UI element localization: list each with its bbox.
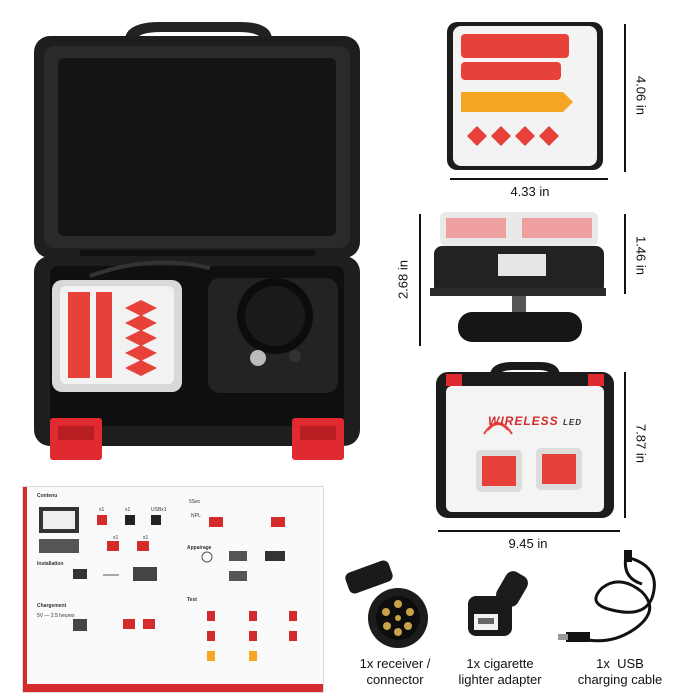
instruction-manual: Contenu Installation Chargement Appairag… xyxy=(22,486,324,693)
manual-count-4: x1 xyxy=(113,535,119,541)
manual-section-contenu: Contenu xyxy=(37,493,58,499)
light-total-height-arrow xyxy=(419,214,421,346)
manual-illustrations xyxy=(39,507,297,661)
light-body-height-label: 1.46 in xyxy=(633,235,649,276)
manual-section-test: Test xyxy=(187,597,197,603)
manual-pairing-label: 5Sec xyxy=(189,499,201,505)
case-width-arrow xyxy=(438,530,620,532)
accessory-caption-line1: 1x USB xyxy=(596,656,644,671)
cigarette-adapter-image xyxy=(460,566,540,656)
manual-charge-note: 5V — 2.5 heures xyxy=(37,613,75,619)
manual-count-2: x1 xyxy=(125,507,131,513)
tail-light-front-view xyxy=(445,18,607,173)
case-height-label: 7.87 in xyxy=(633,423,649,464)
closed-case xyxy=(432,360,618,522)
manual-red-bar xyxy=(23,487,27,692)
manual-section-chargement: Chargement xyxy=(37,603,67,609)
light-total-height-label: 2.68 in xyxy=(395,259,411,300)
manual-bottom-bar xyxy=(23,684,323,692)
usb-cable-image xyxy=(552,548,672,658)
manual-count-3: USBx1 xyxy=(151,507,167,513)
tail-light-side-view xyxy=(428,208,608,350)
accessory-caption-line2: lighter adapter xyxy=(458,672,542,687)
case-height-arrow xyxy=(624,372,626,518)
light-body-height-arrow xyxy=(624,214,626,294)
manual-npl-label: NPL xyxy=(191,513,201,519)
case-width-label: 9.45 in xyxy=(508,536,548,551)
accessory-caption-line2: charging cable xyxy=(577,672,663,687)
open-case xyxy=(30,18,365,478)
light-width-label: 4.33 in xyxy=(510,184,550,199)
accessory-caption-receiver: 1x receiver / connector xyxy=(330,656,460,688)
accessory-caption-line1: 1x receiver / xyxy=(359,656,431,671)
light-height-label: 4.06 in xyxy=(633,75,649,116)
accessory-caption-line1: 1x cigarette xyxy=(466,656,534,671)
light-height-arrow xyxy=(624,24,626,172)
receiver-connector-image xyxy=(340,556,450,656)
brand-word: WIRELESS xyxy=(488,414,559,428)
accessory-caption-adapter: 1x cigarette lighter adapter xyxy=(440,656,560,688)
light-width-arrow xyxy=(450,178,608,180)
brand-suffix: LED xyxy=(563,418,583,427)
manual-section-installation: Installation xyxy=(37,561,64,567)
case-brand-text: WIRELESS LED xyxy=(488,414,582,428)
manual-count-1: x1 xyxy=(99,507,105,513)
manual-section-appairage: Appairage xyxy=(187,545,212,551)
manual-count-5: x1 xyxy=(143,535,149,541)
accessory-caption-usb: 1x USB charging cable xyxy=(560,656,680,688)
accessory-caption-line2: connector xyxy=(366,672,424,687)
